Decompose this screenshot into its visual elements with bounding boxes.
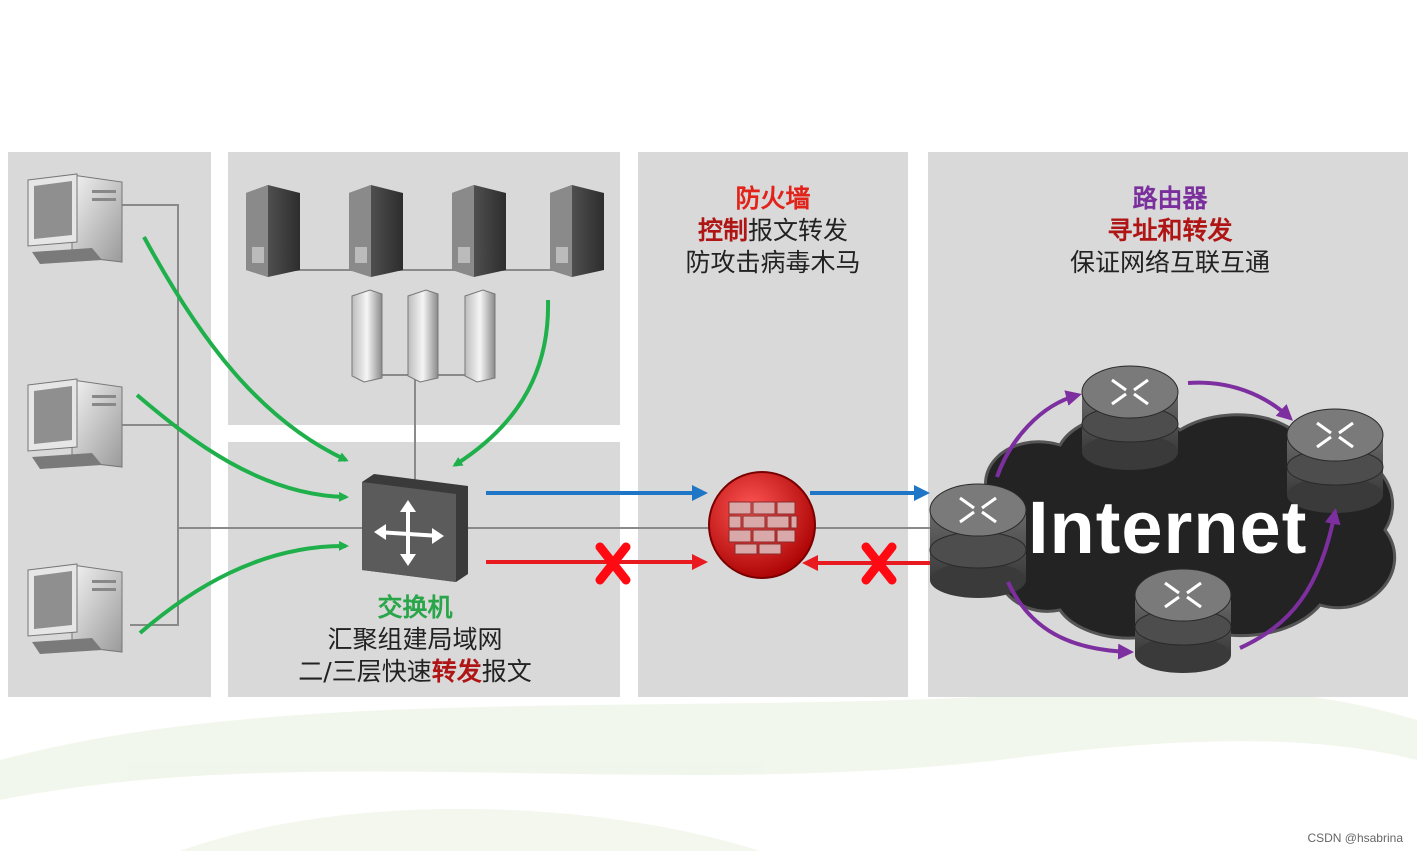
firewall-line1-highlight: 控制 bbox=[697, 216, 748, 245]
x-block-icon bbox=[861, 542, 897, 585]
storage-icon bbox=[407, 289, 439, 383]
firewall-title: 防火墙 bbox=[735, 184, 811, 213]
firewall-line1-rest: 报文转发 bbox=[748, 216, 849, 245]
router-icon bbox=[1286, 408, 1384, 513]
green-arrows bbox=[135, 236, 551, 635]
switch-title: 交换机 bbox=[377, 593, 453, 622]
pc-icon bbox=[27, 563, 123, 654]
storage-icon bbox=[464, 289, 496, 383]
router-line1: 寻址和转发 bbox=[1107, 216, 1233, 245]
firewall-label: 防火墙 控制报文转发 防攻击病毒木马 bbox=[640, 183, 906, 279]
router-icon bbox=[929, 483, 1027, 598]
server-icon bbox=[349, 185, 403, 277]
panel-firewall bbox=[638, 152, 908, 697]
pc-icon bbox=[27, 173, 123, 264]
server-icon bbox=[550, 185, 604, 277]
firewall-line1: 控制报文转发 bbox=[640, 215, 906, 247]
server-icon bbox=[246, 185, 300, 277]
connection-lines bbox=[118, 204, 940, 626]
router-icon bbox=[1134, 568, 1232, 673]
internet-label: Internet bbox=[1028, 486, 1308, 569]
switch-line1: 汇聚组建局域网 bbox=[327, 625, 503, 654]
switch-line2: 二/三层快速转发报文 bbox=[250, 656, 580, 688]
server-icon bbox=[452, 185, 506, 277]
storage-icon bbox=[351, 289, 383, 383]
switch-line2-pre: 二/三层快速 bbox=[298, 657, 432, 686]
router-title: 路由器 bbox=[1132, 184, 1208, 213]
watermark: CSDN @hsabrina bbox=[1307, 831, 1403, 845]
router-icon bbox=[1081, 365, 1179, 470]
background-swoosh bbox=[0, 687, 1417, 851]
firewall-line2: 防攻击病毒木马 bbox=[685, 248, 861, 277]
router-line2: 保证网络互联互通 bbox=[1069, 248, 1270, 277]
red-arrows bbox=[486, 554, 930, 571]
router-label: 路由器 寻址和转发 保证网络互联互通 bbox=[1030, 183, 1310, 279]
firewall-icon bbox=[708, 471, 816, 579]
x-block-icon bbox=[595, 542, 631, 585]
switch-line2-highlight: 转发 bbox=[431, 657, 482, 686]
switch-label: 交换机 汇聚组建局域网 二/三层快速转发报文 bbox=[250, 592, 580, 688]
pc-icon bbox=[27, 378, 123, 469]
switch-line2-post: 报文 bbox=[481, 657, 532, 686]
switch-icon bbox=[362, 474, 468, 582]
purple-arrows bbox=[995, 380, 1341, 660]
